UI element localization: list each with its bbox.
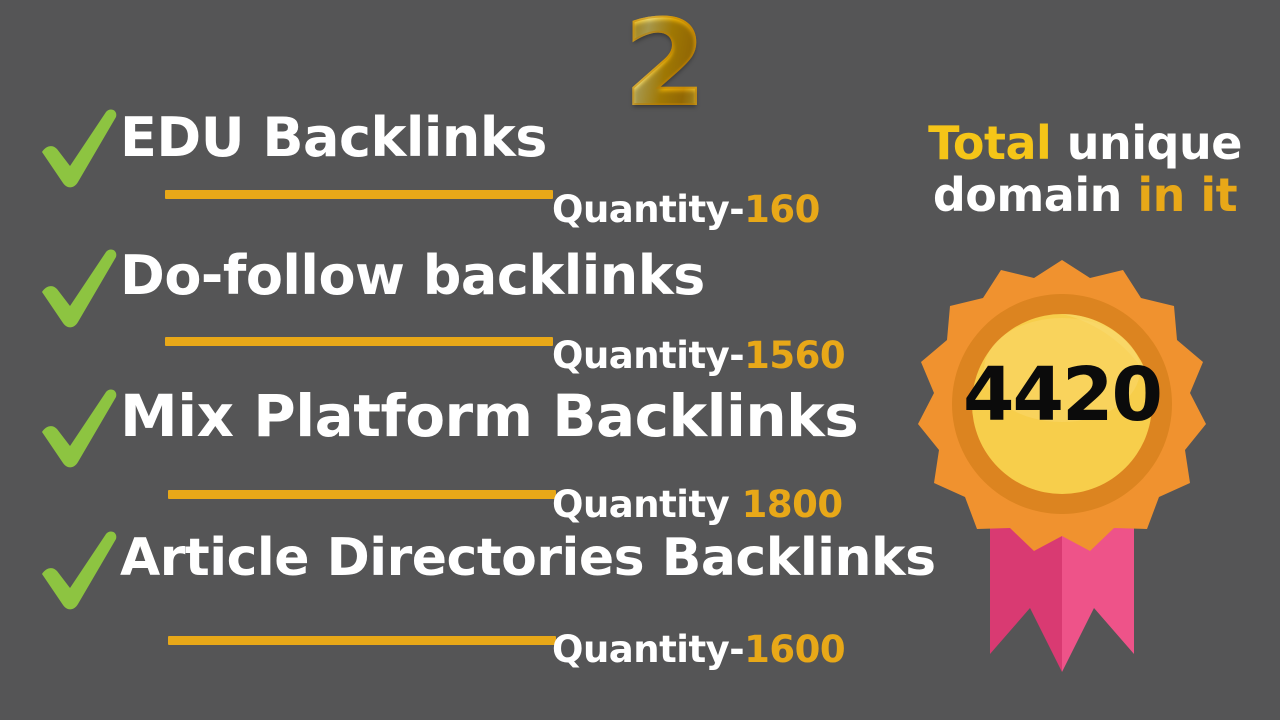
balloon-number-two: 2 <box>614 2 714 124</box>
features-list: EDU Backlinks Quantity-160 Do-follow bac… <box>36 106 936 671</box>
check-icon <box>36 388 122 474</box>
quantity-text: Quantity 1800 <box>552 483 843 526</box>
list-item-label: Do-follow backlinks <box>120 244 705 307</box>
list-item-label: Article Directories Backlinks <box>120 528 936 588</box>
headline-total: Total <box>928 116 1052 170</box>
quantity-text: Quantity-1600 <box>552 628 846 671</box>
list-item-label: Mix Platform Backlinks <box>120 382 859 450</box>
headline-unique: unique <box>1051 116 1243 170</box>
quantity-text: Quantity-1560 <box>552 334 846 377</box>
quantity-value: 160 <box>744 188 820 231</box>
award-rosette-icon <box>912 252 1212 672</box>
divider-rule <box>165 190 553 199</box>
quantity-text: Quantity-160 <box>552 188 820 231</box>
divider-rule <box>168 636 556 645</box>
quantity-value: 1600 <box>744 628 846 671</box>
divider-rule <box>168 490 556 499</box>
quantity-label: Quantity- <box>552 188 745 231</box>
quantity-label: Quantity <box>552 483 742 526</box>
check-icon <box>36 530 122 616</box>
total-domains-panel: Total unique domain in it 4420 <box>890 0 1280 720</box>
divider-rule <box>165 337 553 346</box>
check-icon <box>36 248 122 334</box>
check-icon <box>36 108 122 194</box>
headline-domain: domain <box>932 167 1138 222</box>
quantity-value: 1800 <box>741 483 843 526</box>
panel-headline: Total unique domain in it <box>890 116 1280 222</box>
headline-in-it: in it <box>1137 167 1238 222</box>
quantity-label: Quantity- <box>552 334 745 377</box>
list-item-label: EDU Backlinks <box>120 106 547 169</box>
quantity-value: 1560 <box>744 334 846 377</box>
quantity-label: Quantity- <box>552 628 745 671</box>
